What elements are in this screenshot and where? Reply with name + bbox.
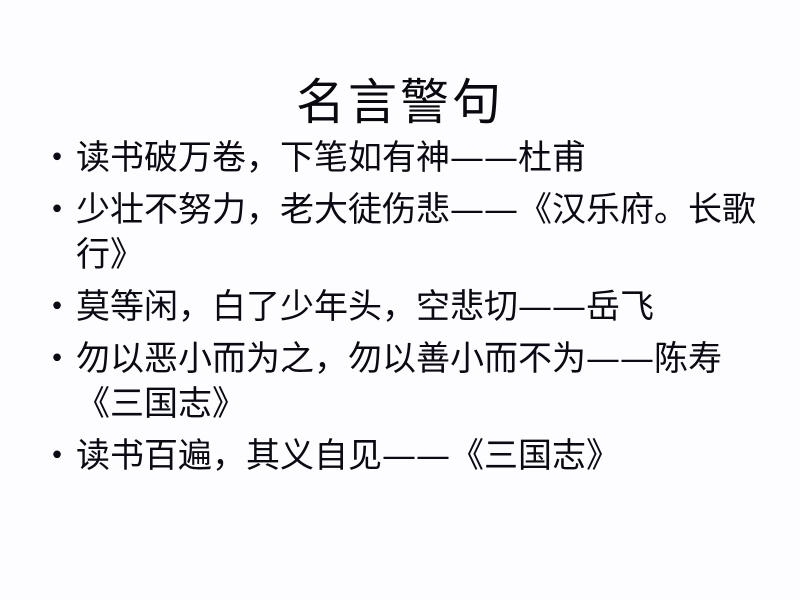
- list-item-label: 莫等闲，白了少年头，空悲切——岳飞: [76, 287, 654, 327]
- page-title: 名言警句: [295, 73, 504, 131]
- list-item: • 读书百遍，其义自见——《三国志》: [38, 434, 762, 479]
- list-item-label: 读书破万卷，下笔如有神——杜甫: [76, 138, 586, 178]
- bullet-point-icon: •: [49, 441, 65, 471]
- bullet-point-icon: •: [49, 143, 65, 173]
- list-item-label: 少壮不努力，老大徒伤悲——《汉乐府。长歌行》: [76, 190, 756, 275]
- list-item: • 莫等闲，白了少年头，空悲切——岳飞: [38, 285, 762, 330]
- list-item: • 少壮不努力，老大徒伤悲——《汉乐府。长歌行》: [38, 188, 762, 278]
- bullet-list: • 读书破万卷，下笔如有神——杜甫 • 少壮不努力，老大徒伤悲——《汉乐府。长歌…: [38, 136, 762, 479]
- bullet-point-icon: •: [49, 195, 65, 225]
- list-item: • 勿以恶小而为之，勿以善小而不为——陈寿《三国志》: [38, 337, 762, 427]
- list-item: • 读书破万卷，下笔如有神——杜甫: [38, 136, 762, 181]
- bullet-point-icon: •: [49, 344, 65, 374]
- bullet-point-icon: •: [49, 292, 65, 322]
- list-item-label: 勿以恶小而为之，勿以善小而不为——陈寿《三国志》: [76, 339, 722, 424]
- list-item-label: 读书百遍，其义自见——《三国志》: [76, 436, 620, 476]
